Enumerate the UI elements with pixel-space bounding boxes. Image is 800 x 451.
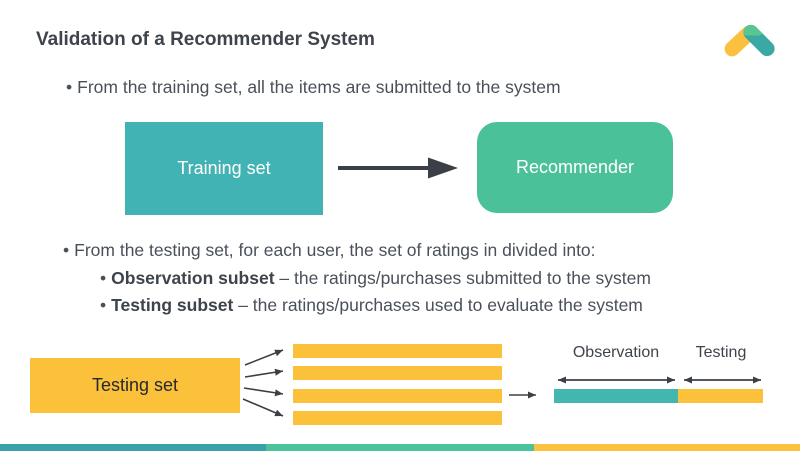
user-ratings-bar-1 [293, 344, 502, 358]
bullet-observation-text: Observation subset – the ratings/purchas… [111, 268, 651, 288]
bullet-marker: • [100, 268, 107, 288]
recommender-label: Recommender [515, 157, 635, 177]
user-ratings-bar-3 [293, 389, 502, 403]
testing-segment [678, 389, 763, 403]
company-logo-icon [724, 24, 775, 57]
user-ratings-bar-4 [293, 411, 502, 425]
bullet-marker: • [100, 295, 107, 315]
bullet-observation-subset: • Observation subset – the ratings/purch… [100, 268, 651, 290]
footer-stripe-green [266, 444, 534, 451]
observation-range-label: Observation [572, 344, 660, 361]
flow-arrow-training-to-recommender [338, 157, 458, 179]
bullet-testing-subset-text: Testing subset – the ratings/purchases u… [111, 295, 643, 315]
logo-overlap-shape [743, 24, 765, 36]
footer-stripe-yellow [534, 444, 800, 451]
footer-stripe-teal [0, 444, 266, 451]
bullet-marker: • [63, 240, 70, 260]
page-title: Validation of a Recommender System [36, 29, 375, 50]
bullet-training: • From the training set, all the items a… [66, 77, 561, 99]
observation-segment [554, 389, 678, 403]
bullet-marker: • [66, 77, 73, 97]
user-ratings-bar-2 [293, 366, 502, 380]
testing-range-label: Testing [695, 344, 747, 361]
training-set-box: Training set [125, 122, 323, 215]
fan-arrows-testing-to-users [242, 349, 284, 417]
training-set-label: Training set [177, 158, 271, 178]
testing-set-box: Testing set [30, 358, 240, 413]
bullet-testing-text: From the testing set, for each user, the… [74, 240, 596, 260]
split-ratings-bar [554, 389, 763, 403]
testing-set-label: Testing set [91, 375, 179, 395]
bullet-training-text: From the training set, all the items are… [77, 77, 561, 97]
bullet-testing-subset: • Testing subset – the ratings/purchases… [100, 295, 643, 317]
bullet-testing: • From the testing set, for each user, t… [63, 240, 596, 262]
recommender-box: Recommender [477, 122, 673, 213]
